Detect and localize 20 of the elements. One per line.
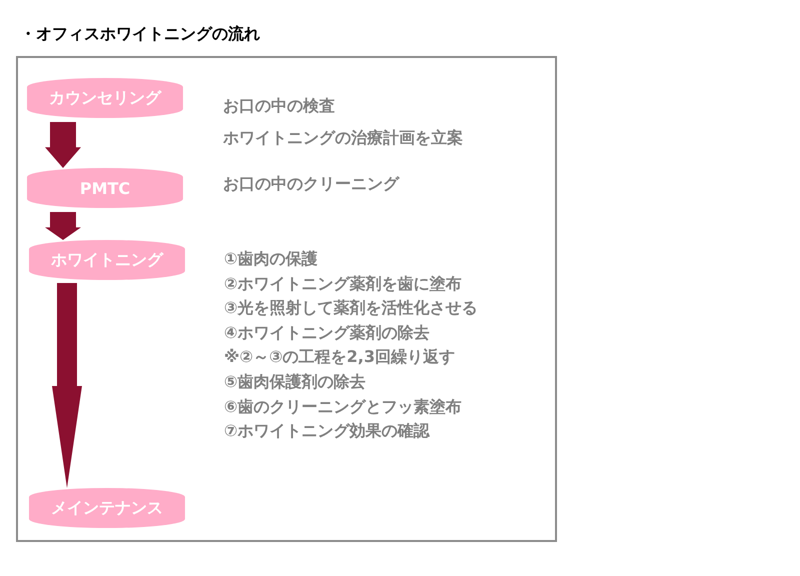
step-box bbox=[29, 488, 185, 528]
block-arrow bbox=[52, 283, 82, 488]
block-arrow bbox=[45, 122, 81, 168]
block-arrow bbox=[45, 212, 81, 240]
step-description: ①歯肉の保護 bbox=[224, 249, 318, 269]
step-description: ⑦ホワイトニング効果の確認 bbox=[224, 421, 430, 442]
step-description: ③光を照射して薬剤を活性化させる bbox=[224, 298, 478, 318]
step-label: PMTC bbox=[80, 178, 130, 198]
step-label: カウンセリング bbox=[49, 88, 161, 108]
step-description: ④ホワイトニング薬剤の除去 bbox=[224, 322, 430, 343]
step-description: お口の中の検査 bbox=[223, 96, 335, 116]
step-label: メインテナンス bbox=[51, 498, 163, 518]
page-title: ・オフィスホワイトニングの流れ bbox=[20, 24, 260, 45]
step-description: ホワイトニングの治療計画を立案 bbox=[223, 128, 463, 148]
step-description: ⑥歯のクリーニングとフッ素塗布 bbox=[224, 396, 462, 417]
step-label: ホワイトニング bbox=[51, 250, 163, 270]
step-description: お口の中のクリーニング bbox=[223, 174, 399, 194]
step-description: ⑤歯肉保護剤の除去 bbox=[224, 372, 366, 392]
step-description: ※②～③の工程を2,3回繰り返す bbox=[224, 347, 455, 368]
step-description: ②ホワイトニング薬剤を歯に塗布 bbox=[224, 274, 462, 294]
